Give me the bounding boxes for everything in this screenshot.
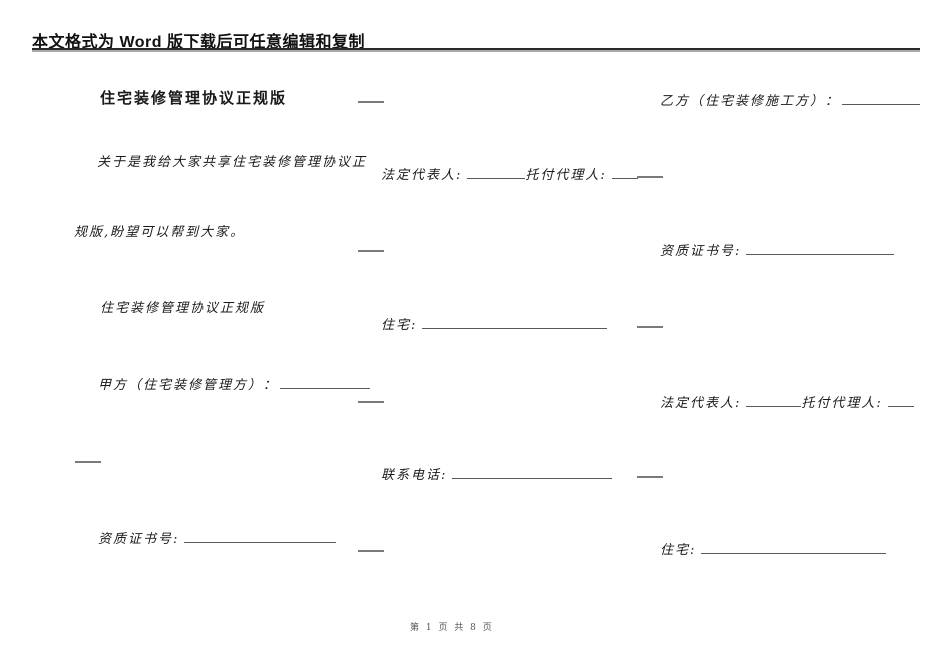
- blank-line: [358, 250, 384, 252]
- phone-blank: [452, 466, 613, 479]
- intro-line-2: 规版,盼望可以帮到大家。: [74, 225, 246, 240]
- blank-line: [637, 176, 663, 178]
- legal-rep-blank: [746, 394, 802, 407]
- party-b-blank: [842, 92, 921, 105]
- agent-label: 托付代理人:: [525, 168, 607, 183]
- blank-line: [358, 101, 384, 103]
- agent-label: 托付代理人:: [801, 396, 883, 411]
- residence-blank: [422, 316, 608, 329]
- doc-title: 住宅装修管理协议正规版: [100, 89, 288, 107]
- blank-line: [358, 550, 384, 552]
- blank-line: [358, 401, 384, 403]
- phone-line-mid: 联系电话:: [381, 466, 613, 484]
- legal-rep-blank: [467, 166, 526, 179]
- residence-line-mid: 住宅:: [381, 316, 608, 334]
- residence-label: 住宅:: [381, 318, 418, 333]
- legal-rep-label: 法定代表人:: [660, 396, 742, 411]
- cert-no-blank: [184, 530, 337, 543]
- party-b-label: 乙方（住宅装修施工方）：: [660, 94, 841, 109]
- blank-line: [637, 326, 663, 328]
- header-rule: [32, 48, 920, 50]
- residence-label: 住宅:: [660, 543, 697, 558]
- blank-line: [75, 461, 101, 463]
- legal-rep-line-right: 法定代表人: 托付代理人:: [660, 394, 914, 412]
- agent-blank: [611, 166, 638, 179]
- residence-line-right: 住宅:: [660, 541, 887, 559]
- intro-line-1: 关于是我给大家共享住宅装修管理协议正: [97, 155, 368, 170]
- party-a-label: 甲方（住宅装修管理方）：: [98, 378, 279, 393]
- cert-no-label: 资质证书号:: [98, 532, 180, 547]
- legal-rep-label: 法定代表人:: [381, 168, 463, 183]
- doc-subtitle: 住宅装修管理协议正规版: [100, 301, 266, 316]
- party-a-blank: [280, 376, 371, 389]
- party-a-line: 甲方（住宅装修管理方）：: [98, 376, 371, 394]
- phone-label: 联系电话:: [381, 468, 448, 483]
- page-indicator: 第 1 页 共 8 页: [410, 623, 494, 633]
- blank-line: [637, 476, 663, 478]
- agent-blank: [887, 394, 914, 407]
- cert-no-line-right: 资质证书号:: [660, 242, 895, 260]
- cert-no-blank: [746, 242, 895, 255]
- residence-blank: [701, 541, 887, 554]
- header-notice: 本文格式为 Word 版下载后可任意编辑和复制: [32, 34, 365, 51]
- legal-rep-line-mid: 法定代表人: 托付代理人:: [381, 166, 638, 184]
- cert-no-line-left: 资质证书号:: [98, 530, 337, 548]
- party-b-line: 乙方（住宅装修施工方）：: [660, 92, 921, 110]
- cert-no-label: 资质证书号:: [660, 244, 742, 259]
